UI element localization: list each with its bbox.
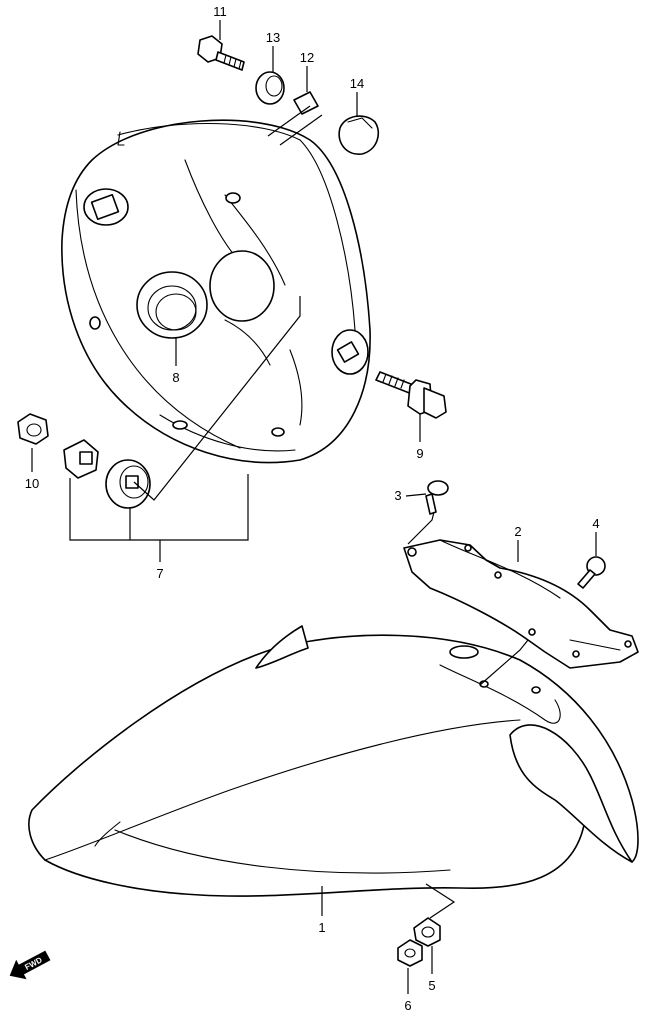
bolt-11: [197, 35, 245, 71]
nut-10: [17, 413, 49, 445]
cushion-set-7: [63, 439, 151, 509]
bracket-2: [403, 539, 639, 669]
nut-6: [397, 939, 423, 967]
callout-9: 9: [416, 446, 423, 461]
callout-2: 2: [514, 524, 521, 539]
collar-12: [293, 91, 319, 115]
callout-1: 1: [318, 920, 325, 935]
bolt-9: [375, 371, 447, 419]
callout-14: 14: [350, 76, 364, 91]
callout-4: 4: [592, 516, 599, 531]
callout-13: 13: [266, 30, 280, 45]
headlight-housing: [61, 119, 371, 464]
cap-nut-14: [338, 115, 379, 155]
front-fender-1: [28, 625, 639, 897]
screw-3: [425, 480, 449, 515]
washer-5: [413, 917, 441, 947]
callout-labels: 11 13 12 14 8 9 10 7 3 2 4 1 5 6: [25, 4, 600, 1013]
callout-12: 12: [300, 50, 314, 65]
grommet-13: [255, 71, 285, 105]
callout-3: 3: [394, 488, 401, 503]
fwd-arrow-icon: FWD: [9, 950, 51, 980]
callout-10: 10: [25, 476, 39, 491]
callout-5: 5: [428, 978, 435, 993]
screw-4: [577, 556, 606, 589]
callout-6: 6: [404, 998, 411, 1013]
callout-7: 7: [156, 566, 163, 581]
callout-8: 8: [172, 370, 179, 385]
leader-lines: [31, 20, 597, 994]
callout-11: 11: [213, 4, 227, 19]
